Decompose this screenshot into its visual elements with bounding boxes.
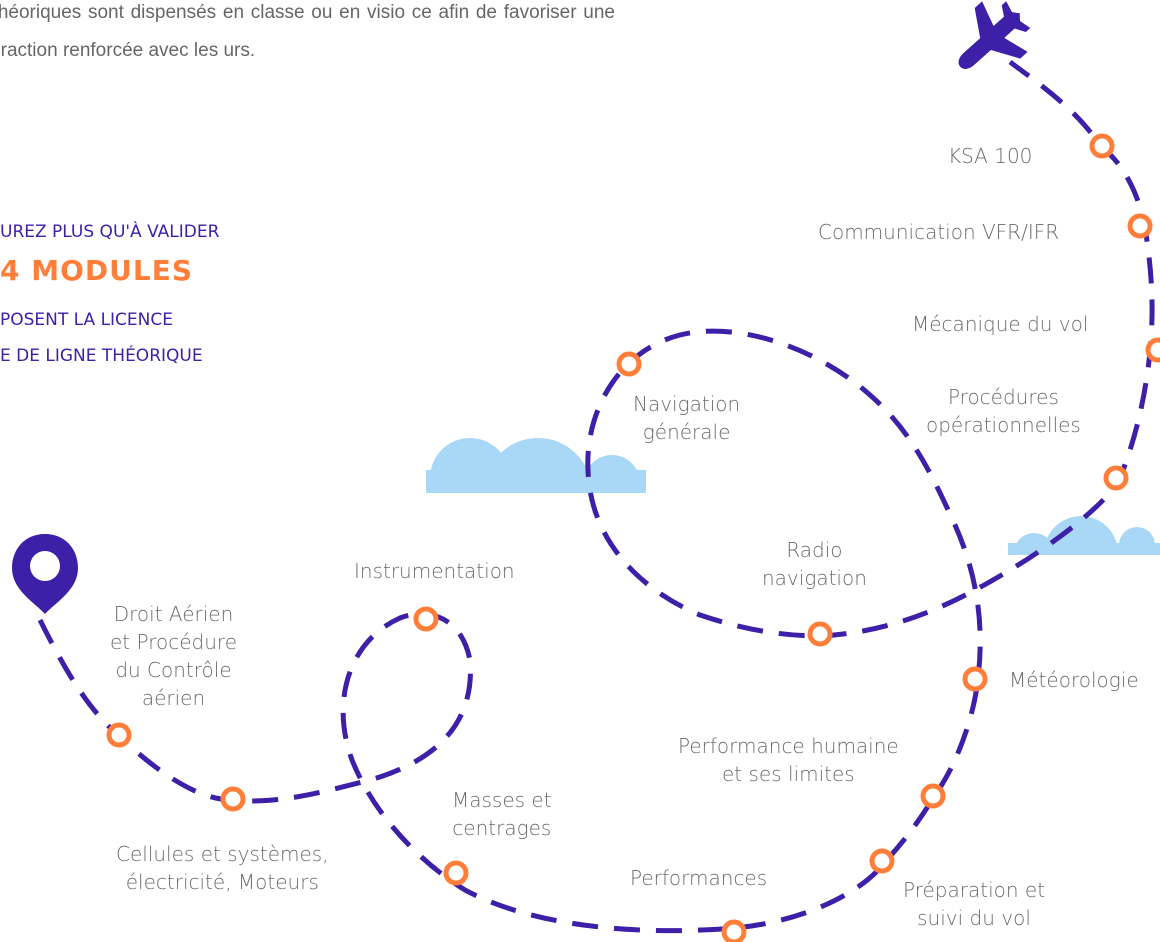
marker-droit <box>106 722 132 748</box>
promo-modules-count: 4 MODULES <box>0 254 194 287</box>
label-performance-humaine: Performance humaine et ses limites <box>678 732 899 788</box>
marker-cellules <box>220 786 246 812</box>
milestone-markers <box>106 133 1160 942</box>
marker-procedures <box>1103 465 1129 491</box>
label-ksa: KSA 100 <box>948 144 1033 168</box>
label-mecanique: Mécanique du vol <box>912 312 1089 336</box>
label-procedures: Procédures opérationnelles <box>926 383 1081 439</box>
label-masses: Masses et centrages <box>452 786 552 842</box>
marker-instrumentation <box>413 606 439 632</box>
marker-performances <box>721 919 747 942</box>
label-navigation-line-2: générale <box>642 420 731 444</box>
intro-paragraph: rs théoriques sont dispensés en classe o… <box>0 2 615 61</box>
label-radio-line-1: Radio <box>786 538 843 562</box>
label-perf-humaine-line-1: Performance humaine <box>678 734 899 758</box>
label-radio-line-2: navigation <box>762 566 867 590</box>
label-performances: Performances <box>630 866 768 890</box>
marker-radio <box>807 621 833 647</box>
label-procedures-line-1: Procédures <box>947 385 1059 409</box>
label-masses-line-1: Masses et <box>452 788 552 812</box>
promo-line-4: E DE LIGNE THÉORIQUE <box>0 346 203 366</box>
marker-navigation <box>616 351 642 377</box>
label-perf-humaine-line-2: et ses limites <box>722 762 855 786</box>
label-masses-line-2: centrages <box>452 816 552 840</box>
marker-ksa <box>1089 133 1115 159</box>
label-droit-line-3: du Contrôle <box>115 658 232 682</box>
map-pin-icon <box>12 534 78 614</box>
label-meteo: Météorologie <box>1009 668 1139 692</box>
marker-meteo <box>962 666 988 692</box>
promo-line-3: POSENT LA LICENCE <box>0 310 173 330</box>
marker-masses <box>443 860 469 886</box>
label-procedures-line-2: opérationnelles <box>926 413 1081 437</box>
label-navigation: Navigation générale <box>633 390 740 446</box>
label-radio: Radio navigation <box>762 536 867 592</box>
label-navigation-line-1: Navigation <box>633 392 741 416</box>
label-droit: Droit Aérien et Procédure du Contrôle aé… <box>110 600 237 712</box>
label-droit-line-2: et Procédure <box>110 630 237 654</box>
airplane-icon <box>958 1 1031 69</box>
marker-communication <box>1127 213 1153 239</box>
label-cellules-line-1: Cellules et systèmes, <box>116 842 329 866</box>
label-cellules: Cellules et systèmes, électricité, Moteu… <box>116 840 329 896</box>
marker-mecanique <box>1145 337 1160 363</box>
promo-line-1: UREZ PLUS QU'À VALIDER <box>0 222 220 242</box>
label-communication: Communication VFR/IFR <box>818 220 1060 244</box>
label-droit-line-4: aérien <box>141 686 206 710</box>
label-preparation-line-2: suivi du vol <box>917 906 1031 930</box>
label-instrumentation: Instrumentation <box>354 559 515 583</box>
label-cellules-line-2: électricité, Moteurs <box>125 870 319 894</box>
label-preparation-line-1: Préparation et <box>903 878 1046 902</box>
label-preparation: Préparation et suivi du vol <box>903 876 1045 932</box>
marker-preparation <box>869 848 895 874</box>
marker-performance-humaine <box>920 783 946 809</box>
label-droit-line-1: Droit Aérien <box>113 602 234 626</box>
